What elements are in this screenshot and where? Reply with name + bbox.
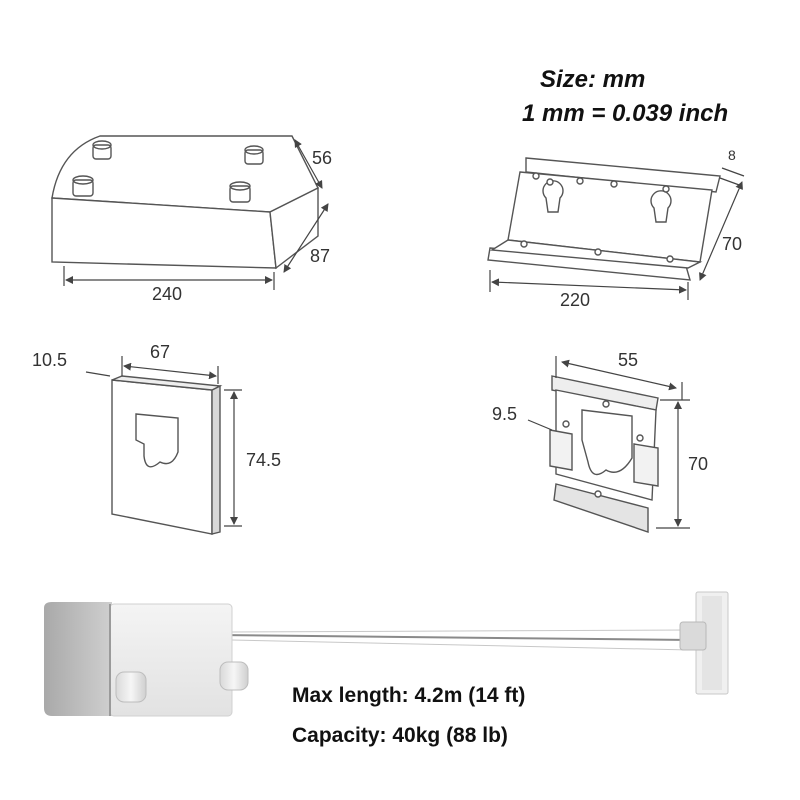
hook-height-label: 74.5: [246, 450, 281, 470]
plate-height-label: 70: [722, 234, 742, 254]
box-depth-label: 87: [310, 246, 330, 266]
hook-thickness-label: 10.5: [32, 350, 67, 370]
size-unit-label: Size: mm: [540, 66, 646, 93]
box-knob: [219, 661, 249, 691]
unit-conversion-label: 1 mm = 0.039 inch: [522, 100, 729, 127]
box-knob: [244, 145, 264, 165]
box-dimension-lines: [63, 139, 329, 290]
wall-hook-drawing: [111, 375, 223, 535]
max-length-spec: Max length: 4.2m (14 ft): [292, 684, 526, 707]
product-illustration: [44, 591, 729, 717]
box-knob: [229, 181, 251, 203]
clip-width-label: 55: [618, 350, 638, 370]
plate-dimension-lines: [489, 167, 745, 300]
hook-width-label: 67: [150, 342, 170, 362]
clip-bracket-drawing: [549, 375, 659, 533]
plate-thickness-label: 8: [728, 147, 736, 163]
clip-height-label: 70: [688, 454, 708, 474]
box-height-label: 56: [312, 148, 332, 168]
box-knob: [92, 140, 112, 160]
hook-dimension-lines: [85, 356, 242, 527]
plate-length-label: 220: [560, 290, 590, 310]
clip-dimension-lines: [527, 356, 690, 529]
box-knob: [72, 175, 94, 197]
clip-thickness-label: 9.5: [492, 404, 517, 424]
mounting-plate-drawing: [487, 157, 721, 281]
box-length-label: 240: [152, 284, 182, 304]
box-drawing: [51, 135, 319, 270]
capacity-spec: Capacity: 40kg (88 lb): [292, 724, 508, 747]
box-knob: [115, 671, 147, 703]
